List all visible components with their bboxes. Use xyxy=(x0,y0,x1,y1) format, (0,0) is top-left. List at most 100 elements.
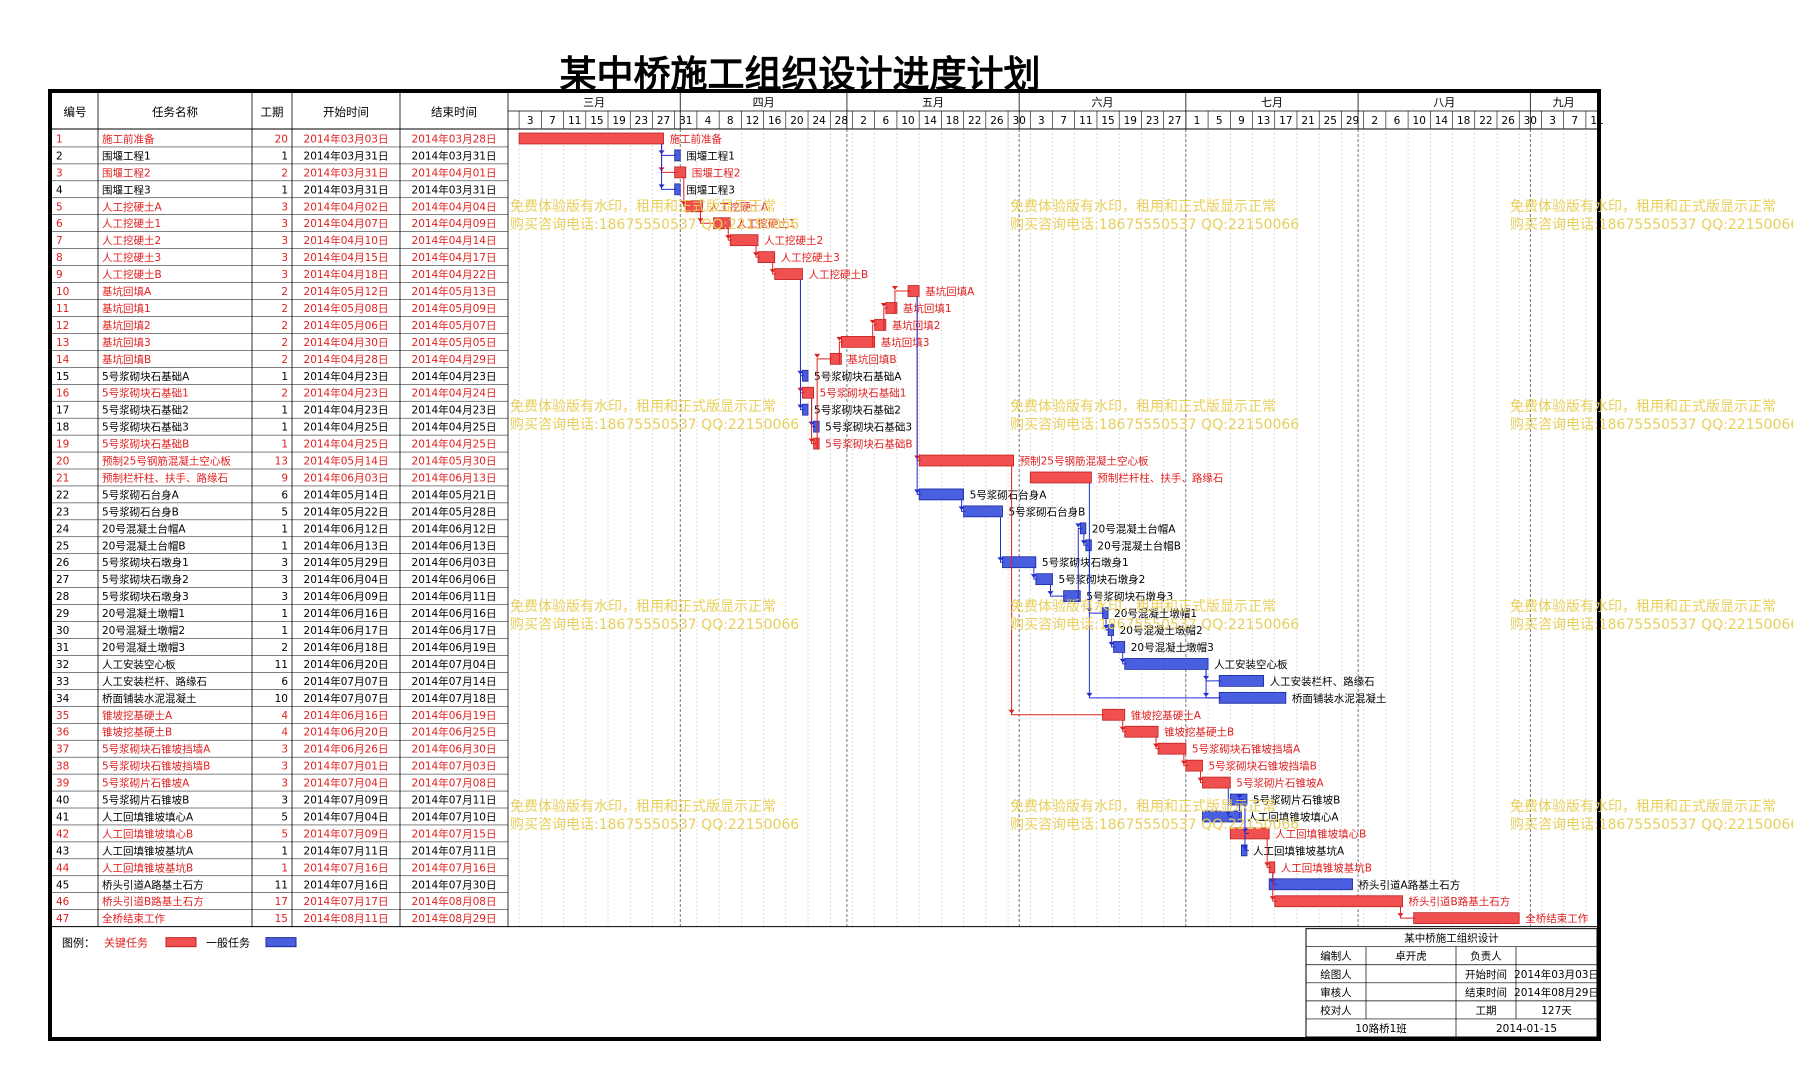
task-bar[interactable] xyxy=(918,454,1015,467)
task-id-cell: 16 xyxy=(56,388,70,400)
dependency-arrow xyxy=(755,245,761,258)
task-bar[interactable] xyxy=(1029,471,1092,484)
task-bar[interactable] xyxy=(1002,556,1037,569)
task-bar-label: 基坑回填B xyxy=(847,353,896,366)
task-start-cell: 2014年06月20日 xyxy=(304,658,389,671)
task-end-cell: 2014年06月13日 xyxy=(412,471,497,484)
task-start-cell: 2014年07月04日 xyxy=(304,810,389,823)
task-bar[interactable] xyxy=(963,505,1003,518)
task-start-cell: 2014年07月01日 xyxy=(304,760,389,773)
task-id-cell: 39 xyxy=(56,778,69,790)
dependency-arrow xyxy=(1400,906,1416,919)
task-name-cell: 人工安装栏杆、路缘石 xyxy=(102,675,207,688)
task-bar[interactable] xyxy=(1124,725,1159,738)
task-dur-cell: 1 xyxy=(281,371,288,383)
task-end-cell: 2014年07月08日 xyxy=(412,777,497,790)
task-name-cell: 人工回填锥坡基坑A xyxy=(102,844,194,857)
task-start-cell: 2014年04月15日 xyxy=(304,251,389,264)
task-dur-cell: 3 xyxy=(281,201,288,213)
dependency-arrow xyxy=(1111,635,1116,648)
task-id-cell: 40 xyxy=(56,795,69,807)
task-bar-label: 人工安装栏杆、路缘石 xyxy=(1270,675,1375,688)
watermark-text: 免费体验版有水印，租用和正式版显示正常购买咨询电话:18675550537 QQ… xyxy=(510,398,799,434)
arrow-head xyxy=(697,218,704,223)
task-start-cell: 2014年06月04日 xyxy=(304,573,389,586)
task-start-cell: 2014年07月07日 xyxy=(304,692,389,705)
watermark-line2: 购买咨询电话:18675550537 QQ:22150066 xyxy=(1510,617,1793,633)
task-bar[interactable] xyxy=(729,234,759,247)
task-bar[interactable] xyxy=(518,132,664,145)
task-id-cell: 36 xyxy=(56,727,70,739)
legend-label: 图例： xyxy=(62,936,95,950)
task-bar[interactable] xyxy=(1218,675,1265,687)
task-bar[interactable] xyxy=(1102,708,1126,721)
task-bar[interactable] xyxy=(1413,912,1520,925)
task-bar[interactable] xyxy=(1229,793,1248,806)
month-label: 四月 xyxy=(753,96,775,109)
day-tick-label: 20 xyxy=(790,115,803,127)
task-start-cell: 2014年06月18日 xyxy=(304,641,389,654)
task-bar[interactable] xyxy=(1202,810,1242,823)
task-id-cell: 2 xyxy=(56,150,63,162)
task-dur-cell: 6 xyxy=(281,676,288,688)
watermark-text: 免费体验版有水印，租用和正式版显示正常购买咨询电话:18675550537 QQ… xyxy=(1510,598,1793,634)
task-end-cell: 2014年07月16日 xyxy=(412,861,497,874)
task-bar[interactable] xyxy=(1274,895,1403,908)
task-id-cell: 42 xyxy=(56,828,69,840)
task-bar[interactable] xyxy=(1157,742,1187,755)
day-tick-label: 31 xyxy=(679,115,692,127)
dependency-arrow xyxy=(799,279,805,411)
task-bar[interactable] xyxy=(1124,658,1209,670)
task-id-cell: 32 xyxy=(56,659,69,671)
day-tick-label: 1 xyxy=(1194,115,1201,127)
task-end-cell: 2014年07月10日 xyxy=(412,810,497,823)
dependency-arrow xyxy=(1050,584,1066,597)
task-end-cell: 2014年07月18日 xyxy=(412,692,497,705)
info-dur: 127天 xyxy=(1541,1005,1572,1017)
task-name-cell: 预制栏杆柱、扶手、路缘石 xyxy=(102,471,228,484)
day-tick-label: 11 xyxy=(1079,115,1092,127)
watermark-line1: 免费体验版有水印，租用和正式版显示正常 xyxy=(1510,199,1776,215)
task-dur-cell: 1 xyxy=(281,862,288,874)
task-dur-cell: 13 xyxy=(275,456,288,468)
task-bar-label: 5号浆砌片石锥坡A xyxy=(1236,777,1324,790)
task-end-cell: 2014年06月19日 xyxy=(412,709,497,722)
task-bar[interactable] xyxy=(1268,878,1353,891)
day-tick-label: 15 xyxy=(590,115,603,127)
column-header-id: 编号 xyxy=(64,105,87,119)
task-bar[interactable] xyxy=(1185,759,1203,772)
task-id-cell: 25 xyxy=(56,540,69,552)
day-tick-label: 7 xyxy=(1571,115,1578,127)
task-name-cell: 人工回填锥坡填心A xyxy=(102,810,194,823)
day-tick-label: 18 xyxy=(946,115,959,127)
task-bar[interactable] xyxy=(918,488,965,501)
task-bar[interactable] xyxy=(1218,691,1287,704)
day-tick-label: 3 xyxy=(527,115,534,127)
task-bar[interactable] xyxy=(757,251,776,263)
day-tick-label: 3 xyxy=(1549,115,1556,127)
task-bar-label: 人工挖硬土2 xyxy=(764,234,823,247)
task-bar[interactable] xyxy=(774,268,803,280)
task-bar[interactable] xyxy=(1035,573,1053,586)
task-bar-label: 全桥结束工作 xyxy=(1525,912,1588,925)
day-tick-label: 28 xyxy=(835,115,848,127)
task-dur-cell: 9 xyxy=(281,472,288,484)
task-bar-label: 20号混凝土台帽B xyxy=(1097,539,1181,552)
task-bar[interactable] xyxy=(1229,827,1270,840)
task-id-cell: 5 xyxy=(56,201,63,213)
day-tick-label: 6 xyxy=(1394,115,1401,127)
month-label: 八月 xyxy=(1433,96,1455,109)
watermark-line2: 购买咨询电话:18675550537 QQ:22150066 xyxy=(1010,417,1300,433)
dependency-arrow xyxy=(961,499,966,512)
task-start-cell: 2014年05月12日 xyxy=(304,285,389,298)
task-start-cell: 2014年07月07日 xyxy=(304,675,389,688)
day-tick-label: 7 xyxy=(1060,115,1067,127)
dependency-arrow xyxy=(661,143,677,190)
day-tick-label: 10 xyxy=(901,115,914,127)
task-dur-cell: 4 xyxy=(281,727,288,739)
page-title: 某中桥施工组织设计进度计划 xyxy=(559,52,1041,96)
task-end-cell: 2014年07月11日 xyxy=(412,794,497,807)
task-bar[interactable] xyxy=(840,335,876,348)
task-bar[interactable] xyxy=(1202,776,1231,789)
task-dur-cell: 2 xyxy=(281,388,288,400)
